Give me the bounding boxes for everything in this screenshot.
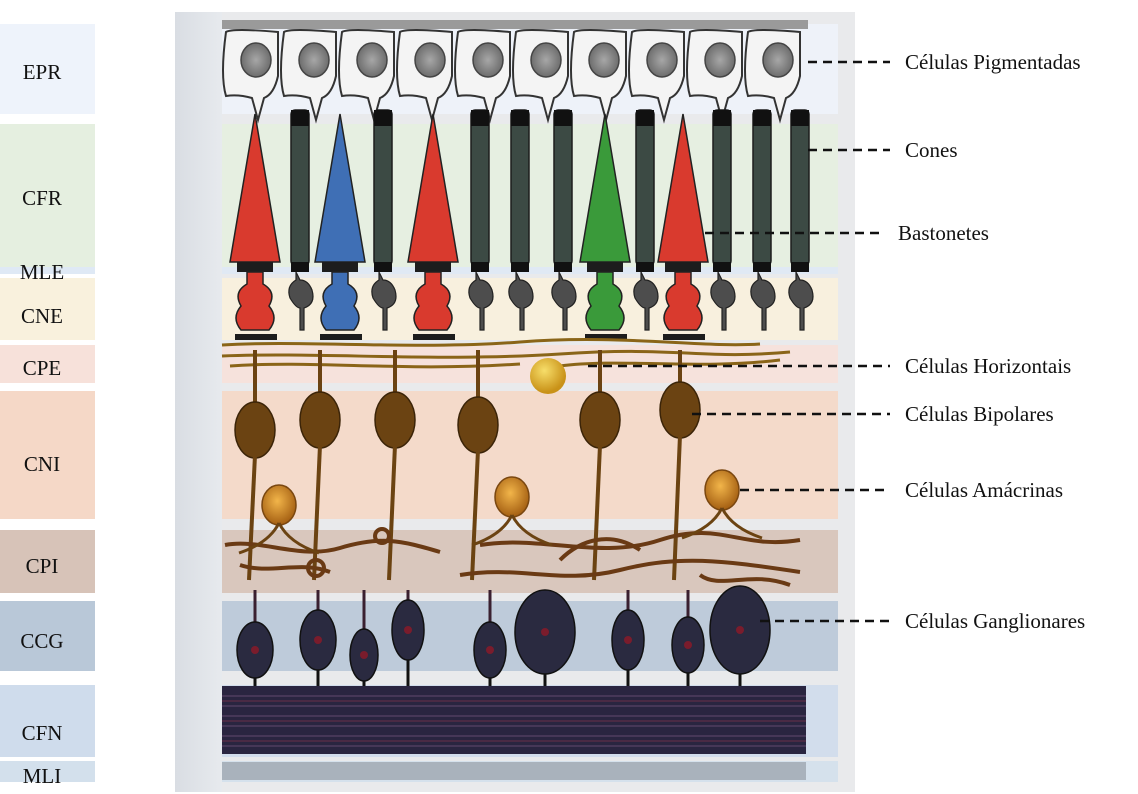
layer-band-cfr [222,124,838,267]
bipolar-cell-body [300,392,340,448]
layer-label-cni: CNI [24,452,60,476]
bipolar-cell-body [580,392,620,448]
rod-band [554,262,572,272]
rod-band [374,262,392,272]
pigment-nucleus [705,43,735,77]
pigment-nucleus [299,43,329,77]
layer-label-cfr: CFR [22,186,62,210]
rod-outer-segment [554,110,572,265]
pigment-nucleus [357,43,387,77]
layer-label-ccg: CCG [20,629,63,653]
label-celulas-ganglionares: Células Ganglionares [905,609,1085,633]
layer-label-cpi: CPI [26,554,59,578]
pigment-nucleus [763,43,793,77]
layer-band-mle [222,267,838,274]
rod-outer-segment [753,110,771,265]
cone-band [322,262,358,272]
cone-pedicle [320,334,362,340]
label-cones: Cones [905,138,958,162]
rod-tip [753,110,771,126]
bipolar-cell-body [458,397,498,453]
rod-band [791,262,809,272]
pigment-nucleus [415,43,445,77]
label-celulas-horizontais: Células Horizontais [905,354,1071,378]
rod-tip [471,110,489,126]
bipolar-cell-body [375,392,415,448]
horizontal-cell [530,358,566,394]
label-celulas-pigmentadas: Células Pigmentadas [905,50,1081,74]
label-celulas-bipolares: Células Bipolares [905,402,1054,426]
rod-band [753,262,771,272]
ganglion-nucleus [486,646,494,654]
rod-outer-segment [471,110,489,265]
rod-tip [554,110,572,126]
ganglion-nucleus [251,646,259,654]
amacrine-cell-body [705,470,739,510]
rod-band [291,262,309,272]
rod-tip [374,110,392,126]
label-celulas-amacrinas: Células Amácrinas [905,478,1063,502]
rod-band [471,262,489,272]
ganglion-nucleus [360,651,368,659]
cone-band [237,262,273,272]
pigment-nucleus [241,43,271,77]
amacrine-cell-body [495,477,529,517]
cone-pedicle [235,334,277,340]
cone-band [665,262,701,272]
rod-outer-segment [374,110,392,265]
rod-outer-segment [291,110,309,265]
rod-outer-segment [791,110,809,265]
label-bastonetes: Bastonetes [898,221,989,245]
rod-band [713,262,731,272]
rod-outer-segment [713,110,731,265]
rod-band [636,262,654,272]
rod-outer-segment [511,110,529,265]
cone-pedicle [413,334,455,340]
layer-label-epr: EPR [23,60,62,84]
ganglion-nucleus [736,626,744,634]
pigment-nucleus [647,43,677,77]
ganglion-nucleus [404,626,412,634]
layer-label-cpe: CPE [23,356,62,380]
rod-tip [791,110,809,126]
pigment-nucleus [531,43,561,77]
layer-label-mli: MLI [23,764,62,788]
ganglion-nucleus [314,636,322,644]
layer-label-cne: CNE [21,304,63,328]
cone-pedicle [663,334,705,340]
pigment-nucleus [473,43,503,77]
frame-left-strip [175,12,222,792]
rod-tip [713,110,731,126]
bipolar-cell-body [235,402,275,458]
layer-label-mle: MLE [20,260,64,284]
cone-band [587,262,623,272]
ganglion-nucleus [541,628,549,636]
bipolar-cell-body [660,382,700,438]
cone-band [415,262,451,272]
rod-outer-segment [636,110,654,265]
rod-tip [511,110,529,126]
nerve-fiber-layer [222,686,806,780]
amacrine-cell-body [262,485,296,525]
ganglion-nucleus [624,636,632,644]
layer-label-cfn: CFN [22,721,63,745]
ganglion-nucleus [684,641,692,649]
rod-tip [636,110,654,126]
rod-band [511,262,529,272]
pigment-nucleus [589,43,619,77]
rod-tip [291,110,309,126]
